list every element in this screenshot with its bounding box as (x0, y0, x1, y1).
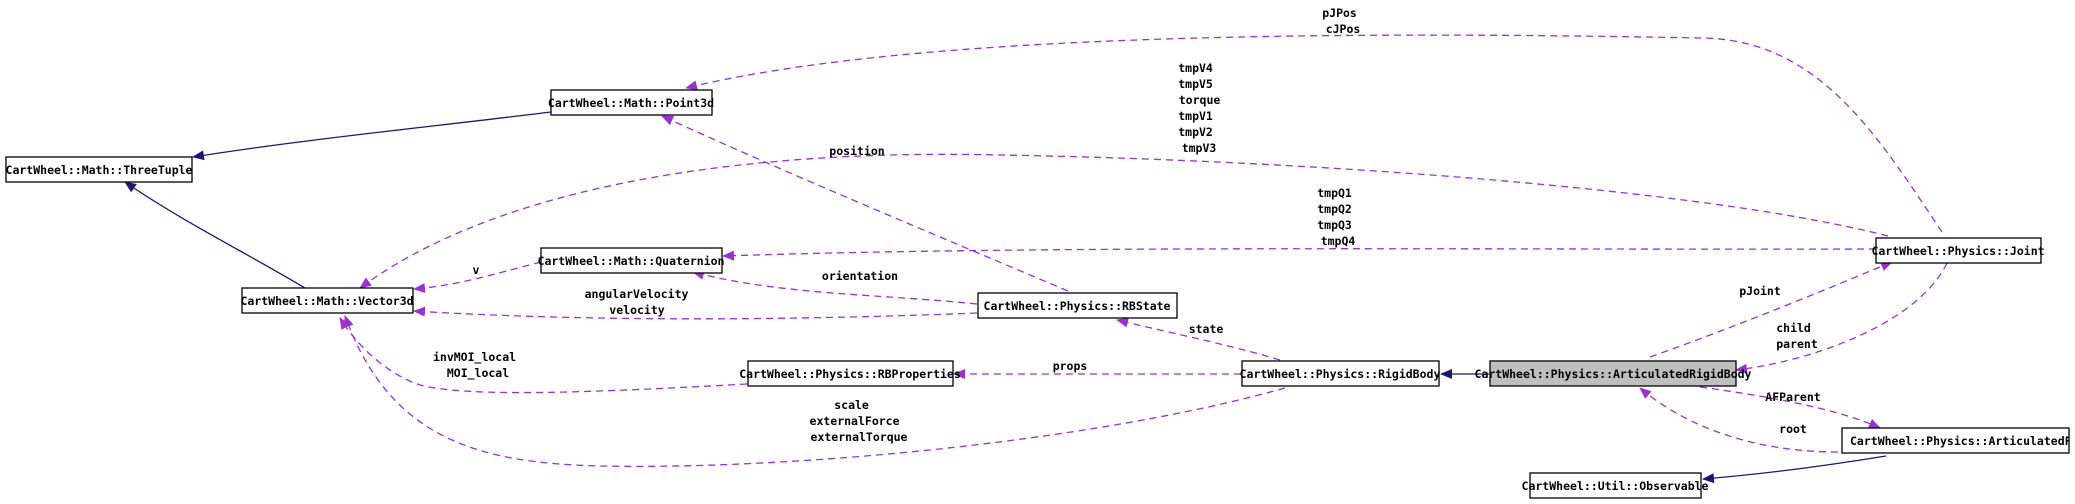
label-line: tmpQ1 (1317, 186, 1352, 200)
edge-articulatedfigure-to-observable (1702, 455, 1887, 484)
node-box (540, 247, 723, 274)
node-box (1241, 360, 1440, 387)
label-line: tmpV5 (1178, 77, 1213, 91)
label-line: MOI_local (447, 366, 509, 381)
label-line: pJPos (1322, 6, 1357, 20)
label-props: props (1053, 359, 1088, 373)
label-line: tmpV4 (1178, 61, 1213, 75)
label-line: tmpV3 (1182, 141, 1217, 155)
edge-joint-childparent-articulatedrigidbody (1735, 262, 1948, 374)
label-childparent: child parent (1776, 321, 1818, 351)
label-line: tmpQ3 (1317, 218, 1352, 232)
edge-articulatedfigure-root-articulatedrigidbody (1639, 387, 1839, 453)
label-line: invMOI_local (433, 350, 516, 365)
label-line: angularVelocity (585, 287, 689, 301)
edge-vector3d-to-threetuple (124, 181, 306, 289)
node-label: CartWheel::Math::ThreeTuple (6, 163, 193, 177)
node-quaternion[interactable]: CartWheel::Math::Quaternion (538, 247, 725, 274)
node-label: CartWheel::Math::Vector3d (240, 294, 413, 308)
edge-rbstate-angvel-vector3d (413, 306, 978, 320)
label-orientation: orientation (822, 269, 898, 283)
node-box (1489, 360, 1737, 387)
label-line: tmpV1 (1178, 109, 1213, 123)
label-state: state (1189, 322, 1224, 336)
edge-rbstate-orientation-quaternion (692, 269, 978, 305)
node-label: CartWheel::Physics::ArticulatedRigidBody (1475, 367, 1752, 381)
node-box (977, 292, 1178, 319)
label-v: v (473, 263, 480, 277)
label-line: tmpQ4 (1321, 234, 1356, 248)
edge-joint-pjpos-point3d (685, 34, 1943, 233)
node-box (5, 156, 193, 183)
edge-articulatedrigidbody-pjoint-joint (1649, 261, 1893, 358)
edge-rbproperties-moi-vector3d (339, 317, 748, 394)
inheritance-edges (124, 111, 1887, 484)
node-label: CartWheel::Physics::ArticulatedFigure (1850, 434, 2075, 448)
node-vector3d[interactable]: CartWheel::Math::Vector3d (240, 287, 414, 314)
label-angvel: angularVelocity velocity (585, 287, 696, 317)
label-line: scale (834, 398, 869, 412)
node-box (550, 89, 713, 116)
label-tmpv: tmpV4 tmpV5 torque tmpV1 tmpV2 tmpV3 (1178, 61, 1227, 155)
node-box (1875, 237, 2042, 264)
node-rbproperties[interactable]: CartWheel::Physics::RBProperties (739, 360, 961, 387)
node-articulatedfigure[interactable]: CartWheel::Physics::ArticulatedFigure (1841, 427, 2075, 454)
node-box (1841, 427, 2070, 454)
node-box (747, 360, 954, 387)
node-label: CartWheel::Physics::RigidBody (1240, 367, 1441, 381)
label-pjoint: pJoint (1739, 284, 1781, 298)
node-label: CartWheel::Math::Point3d (548, 96, 714, 110)
node-label-clip: CartWheel::Physics::ArticulatedFigure (1850, 434, 2075, 448)
usage-edges (339, 34, 1948, 467)
label-tmpq: tmpQ1 tmpQ2 tmpQ3 tmpQ4 (1317, 186, 1359, 248)
node-label: CartWheel::Physics::Joint (1871, 244, 2044, 258)
edge-rigidbody-state-rbstate (1116, 317, 1281, 361)
node-articulatedrigidbody[interactable]: CartWheel::Physics::ArticulatedRigidBody (1475, 360, 1752, 387)
edge-labels: pJPos cJPos tmpV4 tmpV5 torque tmpV1 tmp… (433, 6, 1821, 444)
label-line: tmpV2 (1178, 125, 1213, 139)
label-line: parent (1776, 337, 1818, 351)
nodes: CartWheel::Math::ThreeTuple CartWheel::M… (5, 89, 2075, 499)
node-threetuple[interactable]: CartWheel::Math::ThreeTuple (5, 156, 193, 183)
edge-point3d-to-threetuple (192, 111, 552, 161)
edge-rbstate-point3d (661, 115, 1069, 292)
node-box (1529, 472, 1702, 499)
label-line: velocity (609, 303, 664, 317)
label-line: externalForce (810, 414, 900, 428)
label-line: externalTorque (811, 430, 908, 444)
node-rigidbody[interactable]: CartWheel::Physics::RigidBody (1240, 360, 1441, 387)
label-line: tmpQ2 (1317, 202, 1352, 216)
node-label: CartWheel::Util::Observable (1522, 479, 1709, 493)
label-line: child (1776, 321, 1811, 335)
label-pjpos: pJPos cJPos (1322, 6, 1364, 36)
edge-articulatedrigidbody-afparent-articulatedfigure (1699, 386, 1881, 429)
edge-joint-tmpv-vector3d (359, 153, 1889, 289)
label-root: root (1779, 422, 1807, 436)
node-joint[interactable]: CartWheel::Physics::Joint (1871, 237, 2045, 264)
label-position: position (829, 144, 884, 158)
label-line: torque (1179, 93, 1221, 107)
node-label: CartWheel::Physics::RBState (984, 299, 1171, 313)
label-line: cJPos (1326, 22, 1361, 36)
node-point3d[interactable]: CartWheel::Math::Point3d (548, 89, 714, 116)
node-label: CartWheel::Physics::RBProperties (739, 367, 961, 381)
node-label: CartWheel::Math::Quaternion (538, 254, 725, 268)
label-afparent: AFParent (1765, 390, 1820, 404)
node-box (241, 287, 414, 314)
edge-quaternion-v-vector3d (413, 261, 542, 294)
label-scale: scale externalForce externalTorque (810, 398, 908, 444)
node-observable[interactable]: CartWheel::Util::Observable (1522, 472, 1709, 499)
label-moi: invMOI_local MOI_local (433, 350, 523, 381)
edge-joint-tmpq-quaternion (722, 248, 1877, 261)
node-rbstate[interactable]: CartWheel::Physics::RBState (977, 292, 1178, 319)
